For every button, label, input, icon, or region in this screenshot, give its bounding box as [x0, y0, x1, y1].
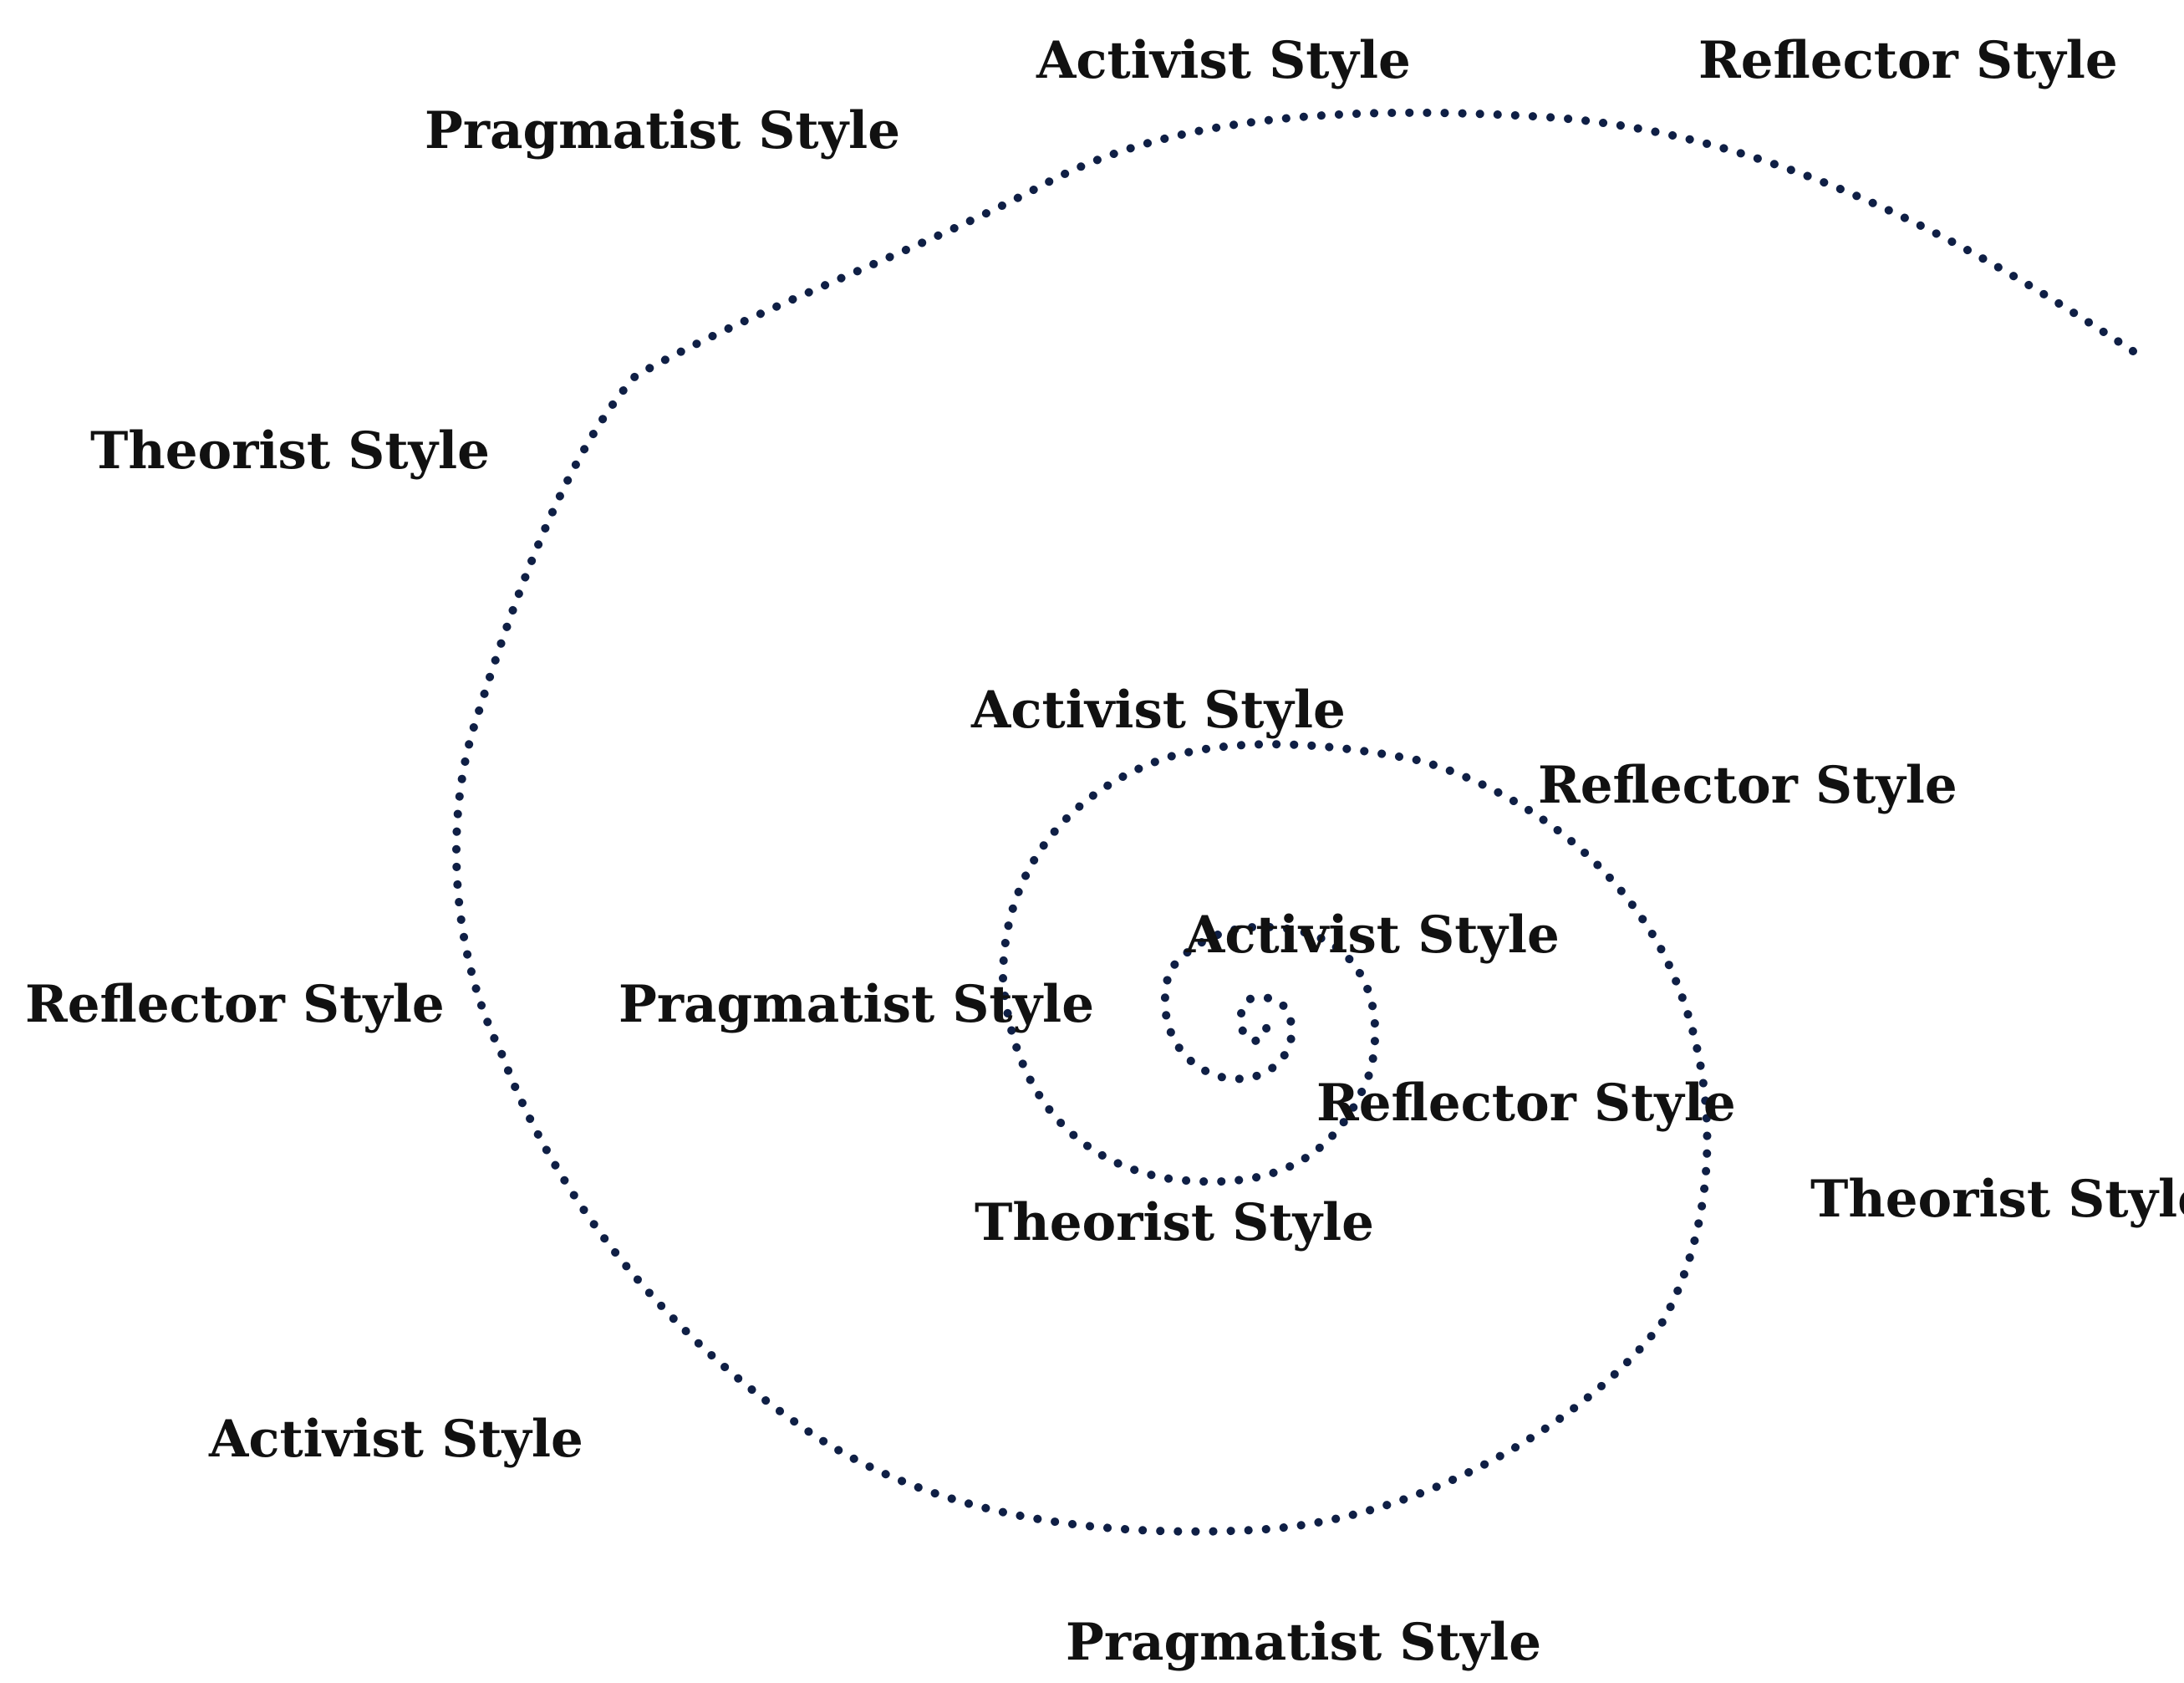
- label-pragmatist-second: Pragmatist Style: [1066, 1613, 1541, 1672]
- label-activist-third: Activist Style: [970, 681, 1346, 740]
- label-reflector-outer: Reflector Style: [1698, 31, 2118, 90]
- label-theorist-outer: Theorist Style: [90, 421, 490, 481]
- label-activist-outer: Activist Style: [1036, 31, 1411, 90]
- label-reflector-inner: Reflector Style: [1316, 1074, 1736, 1133]
- dotted-spiral-line: [452, 108, 2137, 1536]
- label-reflector-third: Reflector Style: [1538, 756, 1957, 815]
- label-reflector-second: Reflector Style: [25, 975, 445, 1034]
- label-theorist-third: Theorist Style: [975, 1193, 1374, 1252]
- label-theorist-second: Theorist Style: [1810, 1170, 2184, 1229]
- label-activist-second: Activist Style: [208, 1410, 583, 1469]
- label-pragmatist-third: Pragmatist Style: [619, 975, 1094, 1034]
- label-pragmatist-outer: Pragmatist Style: [425, 101, 900, 161]
- label-activist-inner: Activist Style: [1184, 905, 1560, 965]
